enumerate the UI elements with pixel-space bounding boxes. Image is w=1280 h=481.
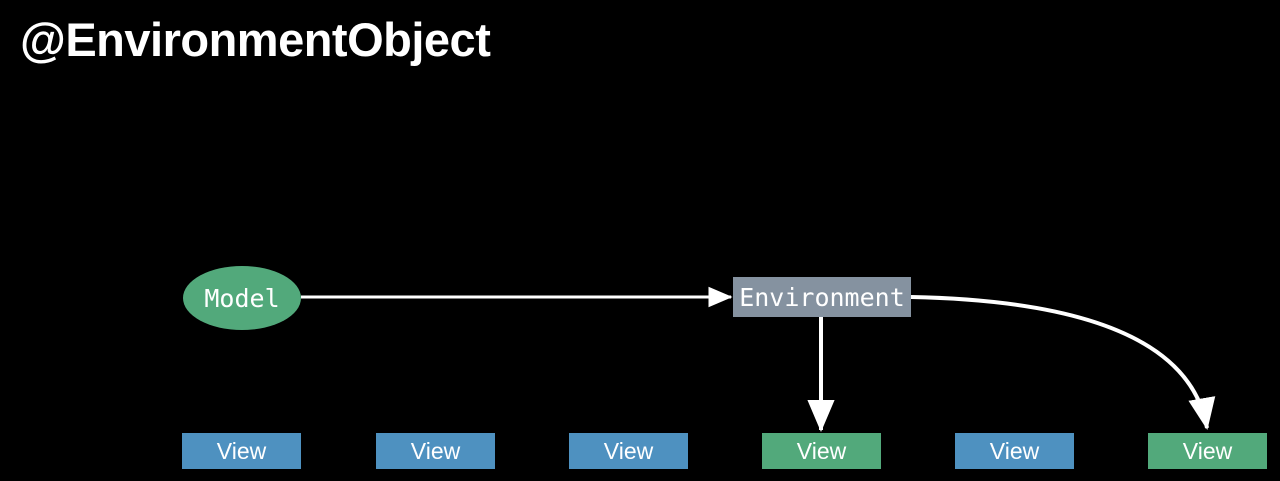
view-node-4[interactable]: View	[762, 433, 881, 469]
view-node-5[interactable]: View	[955, 433, 1074, 469]
view-node-3[interactable]: View	[569, 433, 688, 469]
edge-environment-to-view-6	[910, 295, 1216, 430]
view-node-label: View	[1182, 437, 1233, 464]
view-node-6[interactable]: View	[1148, 433, 1267, 469]
view-node-2[interactable]: View	[376, 433, 495, 469]
environment-node-label: Environment	[739, 282, 905, 312]
model-node[interactable]: Model	[183, 266, 301, 330]
view-node-label: View	[796, 437, 847, 464]
page-title: @EnvironmentObject	[20, 13, 491, 66]
model-node-label: Model	[204, 283, 280, 313]
environment-node[interactable]: Environment	[733, 277, 911, 317]
view-node-1[interactable]: View	[182, 433, 301, 469]
view-node-label: View	[410, 437, 461, 464]
view-node-label: View	[216, 437, 267, 464]
view-node-label: View	[989, 437, 1040, 464]
view-node-label: View	[603, 437, 654, 464]
